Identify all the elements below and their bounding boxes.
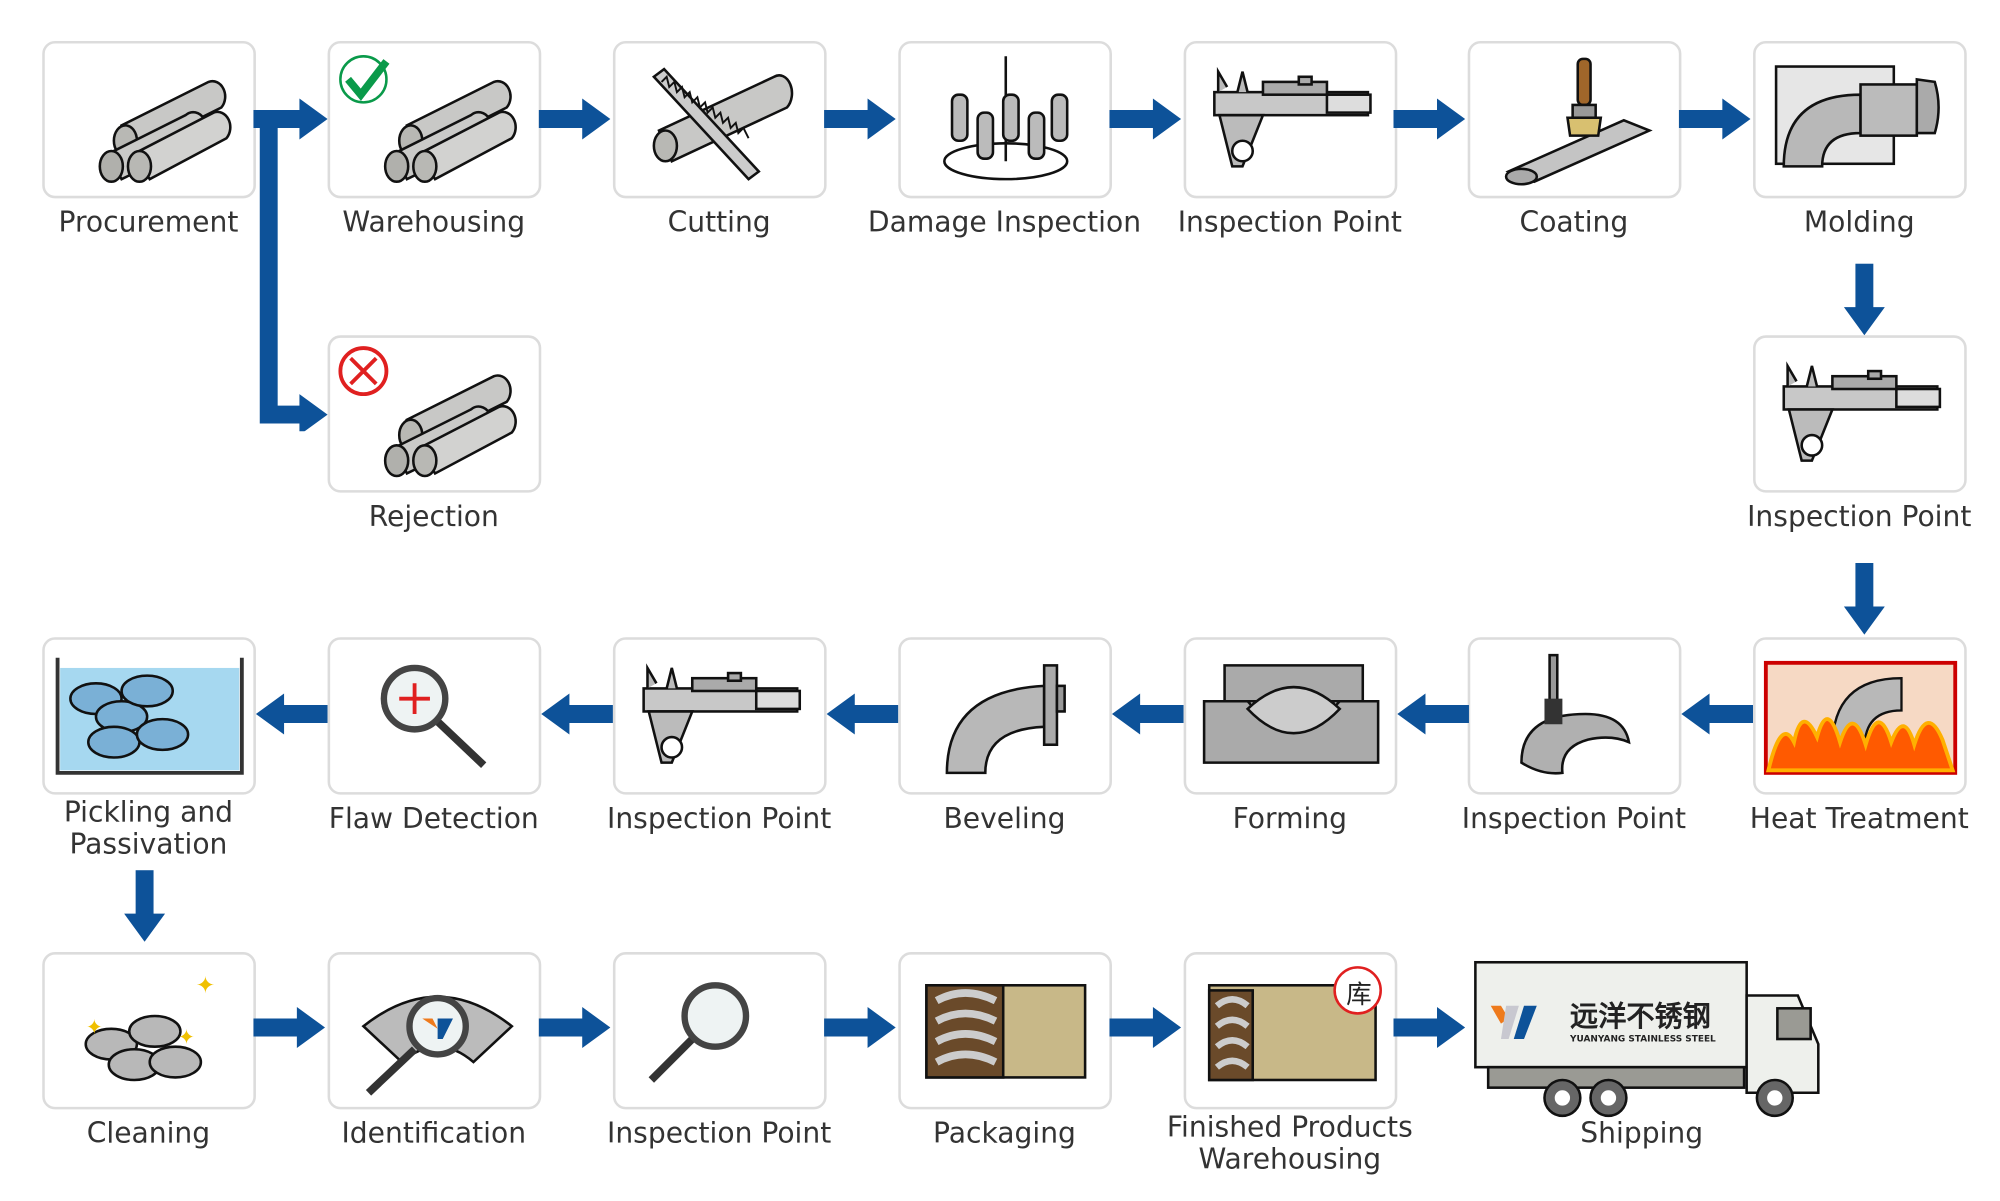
step-label: Cleaning [86,1118,211,1151]
magnifier-icon [648,982,750,1083]
flow-arrow-icon [253,1007,326,1048]
step-label: Forming [1232,803,1348,836]
step-label: Molding [1803,207,1915,240]
step-inspection-point-box [612,637,827,795]
step-forming-box [1183,637,1398,795]
flow-arrow-icon [826,693,899,735]
pickling-tank-icon [55,657,244,775]
steel-bars-icon [98,79,232,183]
elbow-gauge-icon [1520,653,1631,775]
step-inspection-point-box [1467,637,1682,795]
step-label: Cutting [667,207,771,240]
step-inspection-point-box [1183,40,1398,199]
furnace-fire-icon [1763,660,1958,775]
step-label: Heat Treatment [1749,803,1969,836]
caliper-icon [1213,66,1372,168]
flow-arrow-icon [1109,98,1182,140]
svg-text:✦: ✦ [86,1015,103,1039]
step-cutting-box [612,40,827,199]
flow-arrow-icon [255,693,328,735]
step-label: Damage Inspection [867,207,1142,240]
flow-arrow-icon [1109,1007,1182,1048]
branch-arrow-icon [253,98,328,432]
warehouse-box-icon [1207,966,1382,1082]
paint-brush-icon [1504,57,1653,186]
truck-brand-cn: 远洋不锈钢 [1570,1000,1711,1033]
step-label: Identification [341,1118,527,1151]
step-procurement-box [42,40,256,199]
step-rejection-box [327,335,542,493]
step-damage-inspection-box [898,40,1112,199]
step-label: Inspection Point [607,803,832,836]
flow-arrow-icon [541,693,613,735]
flow-arrow-icon [824,98,896,140]
step-label: Inspection Point [1461,803,1687,836]
step-beveling-box [898,637,1112,795]
flow-arrow-icon [1843,563,1885,635]
step-label: Pickling and Passivation [63,797,234,862]
steel-bars-rejected-icon [338,346,517,478]
step-inspection-point-box [1753,335,1967,493]
flow-arrow-icon [1393,98,1466,140]
saw-cutting-icon [651,67,794,181]
step-packaging-box [898,952,1112,1110]
step-label: Finished Products Warehousing [1166,1111,1413,1176]
step-label: Beveling [943,803,1066,836]
flow-arrow-icon [538,1007,611,1048]
flow-arrow-icon [124,870,166,942]
press-die-icon [1202,664,1380,764]
flow-arrow-icon [1393,1007,1466,1048]
step-label: Inspection Point [1177,207,1402,240]
step-label: Flaw Detection [328,803,539,836]
step-cleaning-box: ✦ ✦ ✦ [42,952,256,1110]
step-label: Inspection Point [1747,501,1972,534]
flow-arrow-icon [824,1007,896,1048]
step-warehousing-box [327,40,542,199]
step-label: Procurement [58,207,239,240]
step-label: Packaging [933,1118,1076,1151]
damage-inspection-icon [943,56,1069,181]
step-flaw-detection-box [327,637,542,795]
warehouse-stamp: 库 [1346,978,1372,1010]
step-identification-box [327,952,542,1110]
svg-text:✦: ✦ [178,1025,195,1049]
step-heat-treatment-box [1753,637,1967,795]
packaging-box-icon [925,984,1087,1079]
caliper-icon [642,663,802,764]
flow-arrow-icon [538,98,611,140]
step-molding-box [1753,40,1967,199]
flow-arrow-icon [1843,263,1885,336]
step-pickling-and-passivation-box [42,637,256,795]
flow-arrow-icon [1678,98,1751,140]
step-label: Inspection Point [607,1118,832,1151]
step-shipping-box: 远洋不锈钢 YUANYANG STAINLESS STEEL [1467,952,1844,1118]
step-label: Warehousing [342,207,526,240]
flow-arrow-icon [1681,693,1754,735]
logo-magnifier-icon [361,994,514,1096]
truck-icon: 远洋不锈钢 YUANYANG STAINLESS STEEL [1474,960,1820,1118]
svg-text:✦: ✦ [196,973,215,999]
step-coating-box [1467,40,1682,199]
sparkling-elbows-icon: ✦ ✦ ✦ [84,973,215,1082]
bevel-elbow-icon [945,664,1066,775]
flow-arrow-icon [1397,693,1469,735]
steel-bars-accepted-icon [339,55,517,183]
step-label: Coating [1519,207,1629,240]
magnifier-plus-icon [380,664,487,768]
molding-elbow-icon [1774,65,1940,168]
step-label: Rejection [368,501,499,534]
caliper-icon [1782,361,1942,462]
step-label: Shipping [1580,1118,1704,1151]
flow-arrow-icon [1111,693,1184,735]
step-inspection-point-box [612,952,827,1110]
truck-brand-en: YUANYANG STAINLESS STEEL [1569,1035,1716,1045]
step-finished-products-warehousing-box: 库 [1183,952,1398,1110]
